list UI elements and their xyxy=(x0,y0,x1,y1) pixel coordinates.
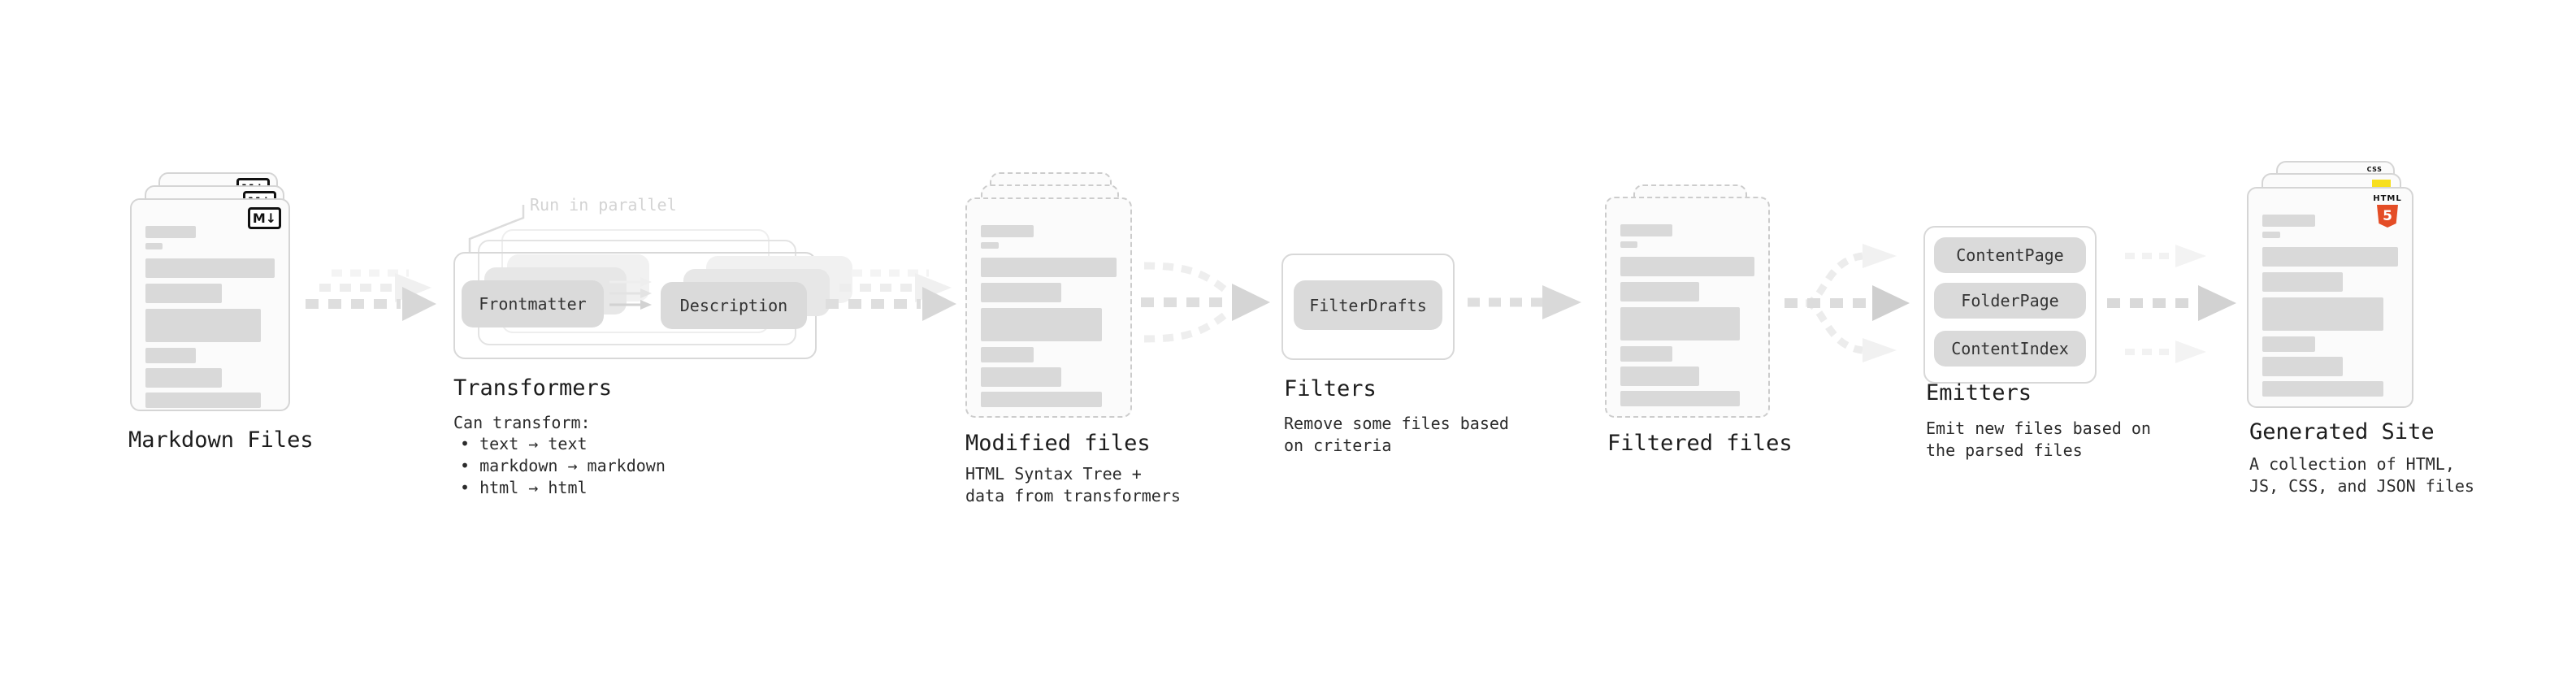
modified-files-desc: HTML Syntax Tree + data from transformer… xyxy=(965,464,1181,505)
folderpage-pill: FolderPage xyxy=(1934,283,2086,319)
generated-site-desc: A collection of HTML, JS, CSS, and JSON … xyxy=(2249,454,2474,496)
filterdrafts-pill: FilterDrafts xyxy=(1294,280,1442,330)
javascript-icon xyxy=(2372,180,2391,189)
bullet-item: • html → html xyxy=(460,478,588,497)
stage-label-markdown-files: Markdown Files xyxy=(128,427,314,453)
emitters-desc: Emit new files based on the parsed files xyxy=(1926,419,2151,460)
placeholder-text-bars xyxy=(981,225,1117,407)
file-card-front: M↓ xyxy=(130,198,290,411)
filters-box xyxy=(1281,254,1455,360)
placeholder-text-bars xyxy=(145,226,275,408)
bullet-item: • markdown → markdown xyxy=(460,456,666,475)
stage-label-emitters: Emitters xyxy=(1926,380,2032,406)
note-connector-line xyxy=(468,205,525,254)
contentpage-pill: ContentPage xyxy=(1934,237,2086,273)
transformers-desc-title: Can transform: xyxy=(453,413,591,432)
parallel-arrows-icon xyxy=(609,277,652,310)
stage-label-filters: Filters xyxy=(1284,376,1377,401)
run-in-parallel-note: Run in parallel xyxy=(530,195,677,215)
placeholder-text-bars xyxy=(1620,224,1754,406)
stage-label-filtered-files: Filtered files xyxy=(1607,431,1793,456)
stage-label-generated-site: Generated Site xyxy=(2249,419,2435,445)
filters-desc: Remove some files based on criteria xyxy=(1284,414,1509,455)
html5-icon: HTML 5 xyxy=(2371,195,2404,228)
flow-arrow-icon xyxy=(1468,285,1581,319)
bullet-item: • text → text xyxy=(460,434,588,453)
file-card-front xyxy=(1605,197,1770,418)
contentindex-pill: ContentIndex xyxy=(1934,331,2086,367)
split-arrow-icon xyxy=(1785,244,1910,362)
stage-label-modified-files: Modified files xyxy=(965,431,1151,456)
file-card-html: HTML 5 xyxy=(2247,187,2413,408)
emitters-box xyxy=(1923,226,2097,384)
flow-arrow-icon xyxy=(306,269,436,321)
stage-label-transformers: Transformers xyxy=(453,375,613,401)
markdown-icon: M↓ xyxy=(248,207,281,229)
description-pill: Description xyxy=(661,282,807,329)
frontmatter-pill: Frontmatter xyxy=(462,280,604,327)
file-card-front xyxy=(965,197,1132,418)
triple-arrow-icon xyxy=(2107,245,2236,363)
merge-arrow-icon xyxy=(1141,262,1270,343)
transformers-bullet-list: • text → text • markdown → markdown • ht… xyxy=(460,433,666,499)
placeholder-text-bars xyxy=(2262,215,2398,397)
flow-arrow-icon xyxy=(826,269,956,321)
